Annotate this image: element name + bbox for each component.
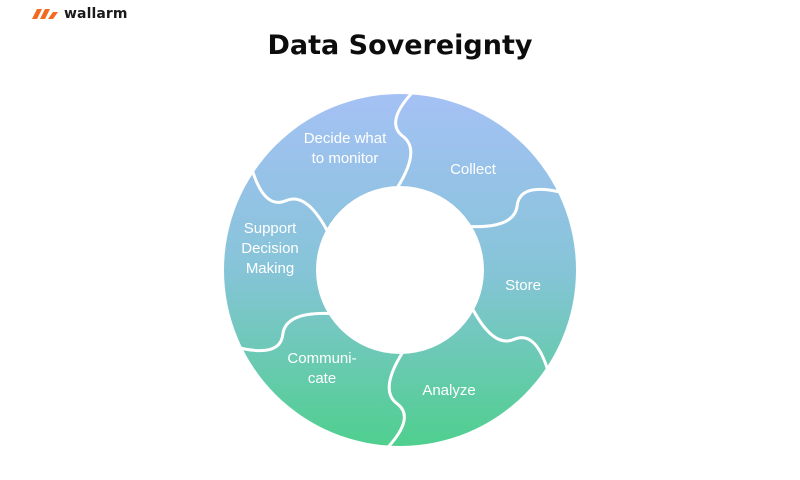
cycle-step-label: Store [505,277,541,294]
brand-logo[interactable]: wallarm [32,6,128,22]
ring-body [224,94,576,446]
segment-divider [386,350,406,450]
cycle-step-line: Decision [241,240,299,257]
cycle-ring [224,90,576,450]
cycle-step-label: Collect [450,161,497,178]
cycle-step-label: Analyze [422,382,475,399]
segment-divider [470,307,550,371]
cycle-step-line: Communi- [287,350,356,367]
cycle-step-line: Collect [450,161,497,178]
page-title: Data Sovereignty [267,30,533,61]
cycle-step-line: Store [505,277,541,294]
segment-divider [468,187,562,229]
segment-divider [238,311,332,353]
cycle-step-label: Communi-cate [287,350,356,387]
cycle-step-line: to monitor [312,150,379,167]
segment-divider [394,90,414,190]
cycle-step-line: Support [244,220,297,237]
cycle-step-line: Decide what [304,130,387,147]
cycle-step-line: cate [308,370,336,387]
cycle-step-label: Decide what to monitor [304,130,387,167]
cycle-step-line: Analyze [422,382,475,399]
cycle-step-line: Making [246,260,294,277]
brand-name: wallarm [64,6,128,22]
cycle-labels: Decide what to monitorCollectStoreAnalyze… [241,130,541,399]
segment-divider [250,169,330,233]
wallarm-logo-icon [32,9,58,19]
